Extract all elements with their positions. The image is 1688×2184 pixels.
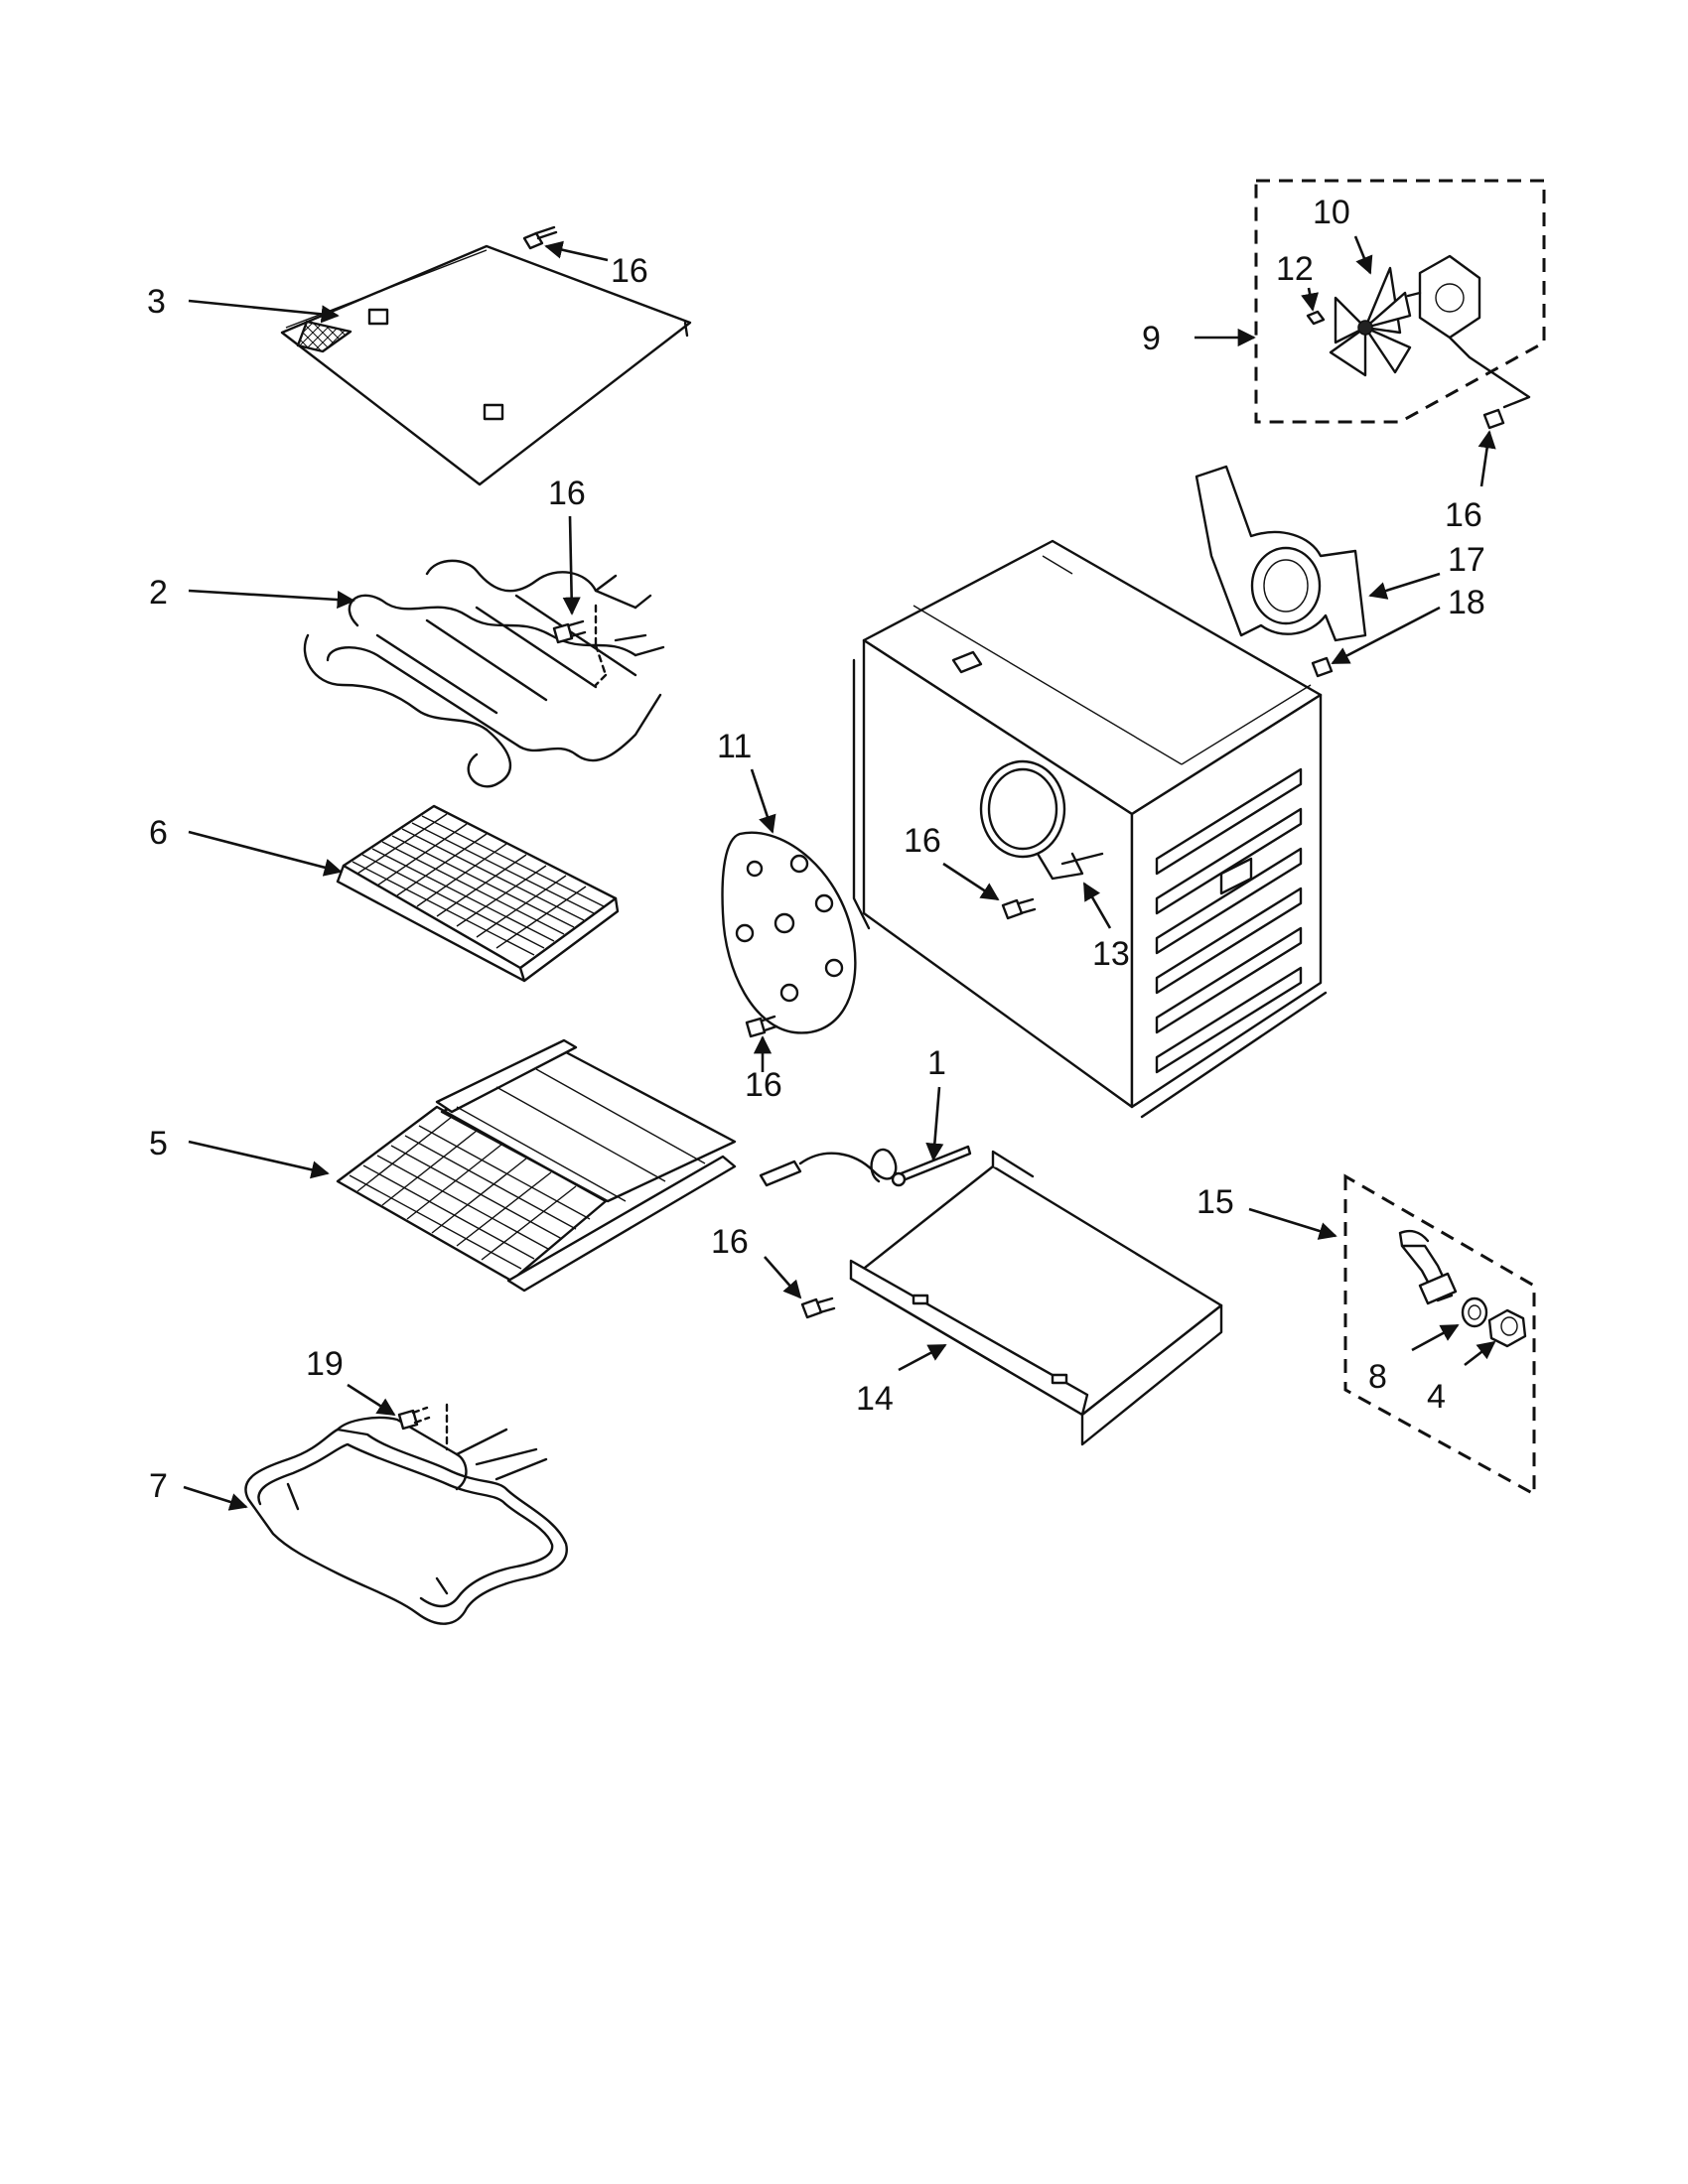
callout-18: 18 <box>1448 584 1485 621</box>
screw-19 <box>397 1403 449 1451</box>
callout-9: 9 <box>1142 320 1161 357</box>
callout-1: 1 <box>927 1044 946 1082</box>
screw-16-bottom <box>800 1297 836 1319</box>
callout-3: 3 <box>147 283 166 321</box>
convection-element <box>979 759 1104 881</box>
screw-16-cavity <box>1001 897 1037 920</box>
callout-labels: 3 16 2 16 6 5 7 19 11 16 1 16 14 16 13 9… <box>147 194 1485 1505</box>
screw-16-top <box>522 225 558 250</box>
callout-16-broil: 16 <box>548 475 586 512</box>
oven-rack <box>336 804 620 983</box>
callout-8: 8 <box>1368 1358 1387 1396</box>
lamp-gasket <box>1461 1297 1488 1328</box>
callout-2: 2 <box>149 574 168 612</box>
callout-17: 17 <box>1448 541 1485 579</box>
callout-12: 12 <box>1276 250 1314 288</box>
lamp-assembly <box>1343 1173 1536 1497</box>
callout-14: 14 <box>856 1380 894 1418</box>
callout-4: 4 <box>1427 1378 1446 1416</box>
screw-16-plate <box>745 1015 778 1038</box>
callout-15: 15 <box>1196 1183 1234 1221</box>
fan-blade <box>1329 266 1412 377</box>
callout-19: 19 <box>306 1345 344 1383</box>
callout-16-plate: 16 <box>745 1066 782 1104</box>
callout-16-fan: 16 <box>1445 496 1482 534</box>
bake-element <box>244 1416 568 1625</box>
fan-shroud <box>1195 465 1367 642</box>
fan-motor-assembly <box>1254 179 1546 424</box>
lamp-lens <box>1487 1308 1527 1348</box>
screw-16-broil <box>552 604 608 687</box>
screw-18 <box>1311 656 1334 678</box>
callout-11: 11 <box>717 728 752 765</box>
fan-motor <box>1406 254 1531 409</box>
callout-5: 5 <box>149 1125 168 1162</box>
callout-13: 13 <box>1092 935 1130 973</box>
callout-10: 10 <box>1313 194 1350 231</box>
broil-element <box>303 559 665 788</box>
screw-16-fan <box>1482 408 1505 430</box>
top-panel <box>280 244 692 486</box>
callout-6: 6 <box>149 814 168 852</box>
temperature-sensor <box>759 1145 972 1187</box>
cover-plate <box>721 831 857 1034</box>
callout-16-cavity: 16 <box>904 822 941 860</box>
leader-lines <box>183 235 1496 1511</box>
callout-16-bottom: 16 <box>711 1223 749 1261</box>
callout-7: 7 <box>149 1467 168 1505</box>
lamp-socket <box>1398 1229 1458 1305</box>
extension-rack <box>336 1038 737 1293</box>
callout-16-top: 16 <box>611 252 648 290</box>
bottom-panel <box>849 1150 1223 1446</box>
oven-cavity <box>852 539 1328 1119</box>
fan-nut <box>1306 310 1326 326</box>
